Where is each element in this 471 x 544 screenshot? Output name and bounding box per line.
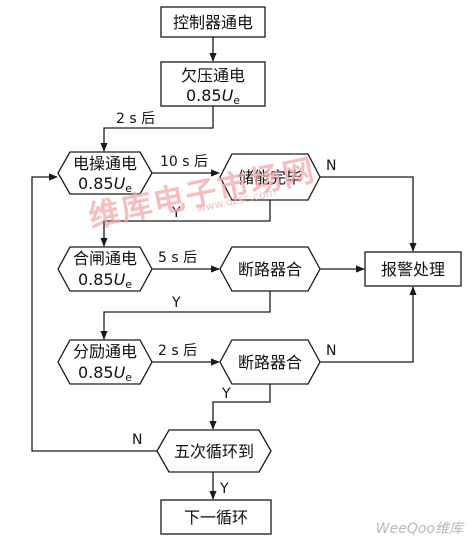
- breaker-close-2-label: 断路器合: [238, 353, 302, 372]
- next-cycle-box: [160, 499, 272, 535]
- delay-5s-label: 5 s 后: [158, 250, 197, 266]
- arrow-breaker2-yes-to-cycles: [209, 384, 271, 430]
- breaker2-no-label: N: [326, 343, 336, 359]
- breaker-close-1-label: 断路器合: [238, 260, 302, 279]
- alarm-box: [364, 251, 462, 287]
- cycles-no-label: N: [132, 432, 142, 448]
- breaker-decision-hexagon-1: [219, 246, 321, 292]
- storage-yes-label: Y: [171, 205, 181, 221]
- five-cycles-label: 五次循环到: [174, 442, 254, 461]
- arrow-breaker2-no-to-alarm: [320, 286, 417, 363]
- next-cycle-label: 下一循环: [184, 508, 248, 527]
- delay-2s-label-b: 2 s 后: [158, 343, 197, 359]
- arrow-storage-yes-to-close: [100, 200, 271, 247]
- arrow-breaker-yes-to-shunt: [100, 291, 271, 340]
- arrow-cycles-no-loop-back: [31, 173, 157, 452]
- storage-done-label: 储能完毕: [238, 168, 302, 187]
- breaker2-yes-label: Y: [221, 386, 231, 402]
- watermark-corner: WeeQoo维库: [375, 521, 463, 537]
- breaker-decision-hexagon-2: [219, 339, 321, 385]
- undervoltage-label: 欠压通电: [181, 66, 245, 85]
- shunt-power-label: 分励通电: [73, 342, 137, 361]
- storage-decision-hexagon: [219, 153, 321, 201]
- close-power-label: 合闸通电: [73, 249, 137, 268]
- storage-no-label: N: [326, 158, 336, 174]
- delay-10s-label: 10 s 后: [160, 154, 208, 170]
- shunt-power-hexagon: [57, 339, 153, 385]
- delay-2s-label-a: 2 s 后: [116, 111, 155, 127]
- arrow-storage-no-to-alarm: [320, 176, 417, 252]
- power-on-label: 控制器通电: [173, 13, 253, 32]
- breaker-yes-label: Y: [171, 295, 181, 311]
- arrow-undervoltage-to-motor-op: [100, 106, 214, 152]
- cycles-yes-label: Y: [219, 481, 229, 497]
- motor-op-hexagon: [57, 151, 153, 195]
- motor-op-value: 0.85Ue: [78, 174, 132, 195]
- close-power-hexagon: [57, 246, 153, 292]
- alarm-label: 报警处理: [381, 260, 445, 279]
- close-power-value: 0.85Ue: [78, 270, 132, 291]
- motor-op-label: 电操通电: [73, 154, 137, 173]
- shunt-power-value: 0.85Ue: [78, 363, 132, 384]
- undervoltage-value: 0.85Ue: [186, 86, 240, 107]
